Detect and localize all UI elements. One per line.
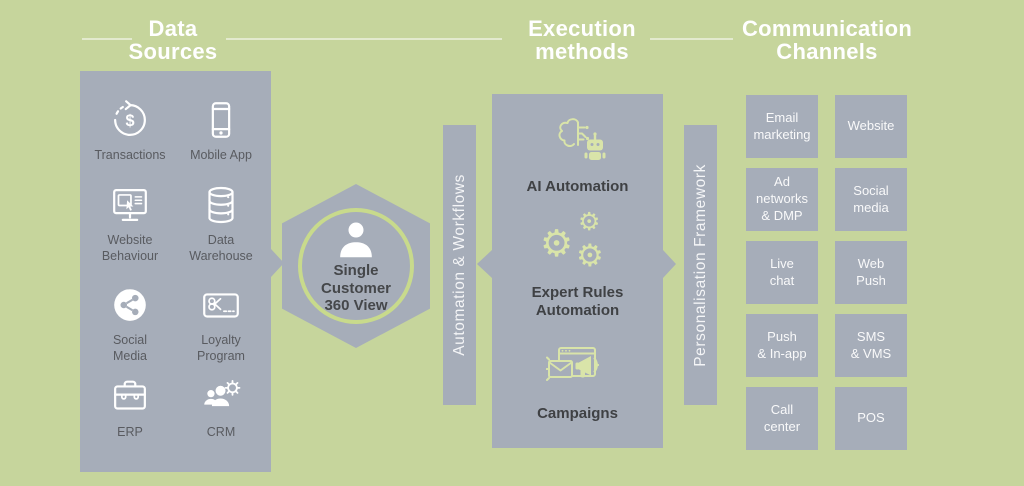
social-media-icon xyxy=(114,289,146,321)
mobile-app-icon xyxy=(211,102,231,138)
website-behaviour-icon xyxy=(113,189,147,221)
header-line: Sources xyxy=(128,39,218,64)
data-source-mobile-app: Mobile App xyxy=(177,97,265,164)
header-line: Execution xyxy=(528,16,636,41)
data-source-label: Website Behaviour xyxy=(101,233,159,263)
crm-icon xyxy=(204,379,241,407)
header-divider-middle xyxy=(226,38,502,40)
automation-workflows-bar: Automation & Workflows xyxy=(443,125,476,405)
flow-arrow-data-to-hub xyxy=(271,249,284,277)
channel-box-pos: POS xyxy=(835,387,907,450)
data-source-loyalty-program: Loyalty Program xyxy=(177,282,265,364)
channel-box-website: Website xyxy=(835,95,907,158)
data-source-label: Data Warehouse xyxy=(189,233,253,263)
gear-icon: ⚙ xyxy=(540,222,574,265)
data-source-label: CRM xyxy=(206,425,236,439)
execution-item-campaigns: Campaigns xyxy=(537,405,618,422)
loyalty-program-icon xyxy=(203,293,239,318)
header-line: Communication xyxy=(741,16,913,41)
header-line: methods xyxy=(535,39,629,64)
data-source-social-media: Social Media xyxy=(86,282,174,364)
automation-workflows-label: Automation & Workflows xyxy=(450,174,468,356)
hub-title: Single Customer 360 View xyxy=(321,262,391,315)
channel-box-social-media: Social media xyxy=(835,168,907,231)
campaigns-icon xyxy=(546,347,600,381)
ai-automation-icon xyxy=(558,118,606,160)
execution-item-expert-rules: Expert Rules Automation xyxy=(531,284,624,319)
header-line: Data xyxy=(148,16,198,41)
hub-title-line: Single xyxy=(333,262,379,279)
data-source-website-behaviour: Website Behaviour xyxy=(86,182,174,264)
erp-icon xyxy=(114,380,146,410)
data-source-label: Mobile App xyxy=(190,148,252,162)
data-source-crm: CRM xyxy=(177,374,265,441)
flow-arrow-out-of-execution xyxy=(663,250,676,278)
gear-icon: ⚙ xyxy=(576,238,604,274)
channel-box-push-in-app: Push & In-app xyxy=(746,314,818,377)
channel-box-web-push: Web Push xyxy=(835,241,907,304)
data-source-label: ERP xyxy=(117,425,143,439)
hub-title-line: Customer xyxy=(320,279,391,297)
data-source-label: Transactions xyxy=(94,148,166,162)
flow-arrow-into-execution xyxy=(477,250,492,278)
channel-box-call-center: Call center xyxy=(746,387,818,450)
gear-icon: ⚙ xyxy=(578,207,601,236)
single-customer-circle: Single Customer 360 View xyxy=(298,208,414,324)
header-communication-channels: Communication Channels xyxy=(727,17,927,63)
channel-box-sms-vms: SMS & VMS xyxy=(835,314,907,377)
header-data-sources: Data Sources xyxy=(93,17,253,63)
svg-text:$: $ xyxy=(125,112,134,130)
header-line: Channels xyxy=(776,39,878,64)
header-execution-methods: Execution methods xyxy=(502,17,662,63)
personalisation-framework-label: Personalisation Framework xyxy=(691,163,709,367)
data-source-erp: ERP xyxy=(86,374,174,441)
person-icon xyxy=(340,222,372,258)
execution-methods-panel xyxy=(492,94,663,448)
data-source-label: Social Media xyxy=(112,333,148,363)
data-source-data-warehouse: Data Warehouse xyxy=(177,182,265,264)
execution-item-ai-automation: AI Automation xyxy=(526,178,629,195)
data-source-transactions: $ Transactions xyxy=(86,97,174,164)
data-sources-panel xyxy=(80,71,271,472)
channel-box-email-marketing: Email marketing xyxy=(746,95,818,158)
hub-title-line: 360 View xyxy=(324,297,388,315)
transactions-icon: $ xyxy=(114,100,146,136)
data-warehouse-icon xyxy=(208,186,234,224)
data-source-label: Loyalty Program xyxy=(197,333,245,363)
personalisation-framework-bar: Personalisation Framework xyxy=(684,125,717,405)
channel-box-live-chat: Live chat xyxy=(746,241,818,304)
expert-rules-gears-icon: ⚙ ⚙ ⚙ xyxy=(536,209,620,279)
channel-box-ad-networks-dmp: Ad networks & DMP xyxy=(746,168,818,231)
header-divider-right xyxy=(650,38,733,40)
header-divider-left xyxy=(82,38,132,40)
